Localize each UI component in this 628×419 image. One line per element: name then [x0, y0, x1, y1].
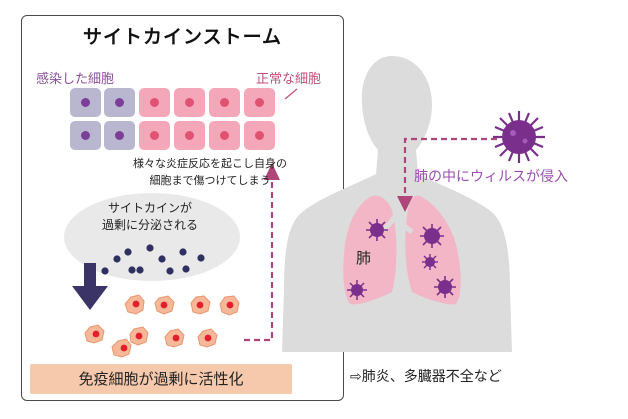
cytokine-note-line2: 過剰に分泌される [101, 218, 198, 232]
immune-activation-banner: 免疫細胞が過剰に活性化 [30, 364, 292, 394]
infected-cell [70, 88, 101, 117]
virus-icon [422, 254, 438, 270]
tissue-damage-note-line2: 細胞まで傷つけてしまう [149, 174, 271, 187]
infected-cells-label: 感染した細胞 [36, 72, 115, 87]
virus-icon [347, 280, 367, 300]
immune-cell [164, 328, 185, 348]
immune-cells [84, 294, 240, 358]
immune-cell [190, 295, 211, 315]
virus-icon [420, 224, 444, 248]
immune-cell [124, 294, 145, 315]
normal-cell [174, 121, 205, 150]
immune-cell [129, 326, 149, 346]
cytokine-molecules [101, 244, 205, 275]
normal-cell [139, 88, 170, 117]
infected-cell [104, 121, 135, 150]
normal-cell [244, 88, 275, 117]
normal-cells [139, 88, 275, 150]
lung-label: 肺 [356, 249, 372, 267]
normal-cell [209, 88, 240, 117]
tissue-damage-note: 様々な炎症反応を起こし自身の 細胞まで傷つけてしまう [90, 155, 330, 189]
immune-cell [111, 338, 132, 358]
normal-cell [139, 121, 170, 150]
immune-cell [84, 324, 105, 344]
infected-cells [70, 88, 135, 150]
immune-to-tissue-arrow [244, 163, 280, 342]
normal-cell [244, 121, 275, 150]
lung-virus-particles [347, 219, 456, 300]
virus-entry-arrow [397, 137, 497, 212]
cytokine-note: サイトカインが 過剰に分泌される [80, 200, 220, 234]
infected-cell [104, 88, 135, 117]
immune-cell [197, 328, 218, 348]
normal-cell [209, 121, 240, 150]
normal-label-pointer [284, 88, 298, 100]
outcome-text: ⇨肺炎、多臓器不全など [350, 369, 502, 385]
cytokine-cloud [64, 193, 240, 281]
immune-cell [219, 295, 240, 316]
immune-cell [154, 295, 175, 315]
virus-entry-label: 肺の中にウィルスが侵入 [414, 169, 568, 185]
virus-icon [366, 219, 388, 241]
virus-icon [434, 276, 456, 298]
diagram-title: サイトカインストーム [82, 26, 283, 48]
down-arrow-icon [72, 263, 108, 310]
incoming-virus-icon [493, 111, 545, 163]
cytokine-note-line1: サイトカインが [107, 201, 192, 215]
normal-cell [174, 88, 205, 117]
tissue-damage-note-line1: 様々な炎症反応を起こし自身の [133, 157, 287, 170]
infected-cell [70, 121, 101, 150]
normal-cells-label: 正常な細胞 [256, 72, 322, 87]
